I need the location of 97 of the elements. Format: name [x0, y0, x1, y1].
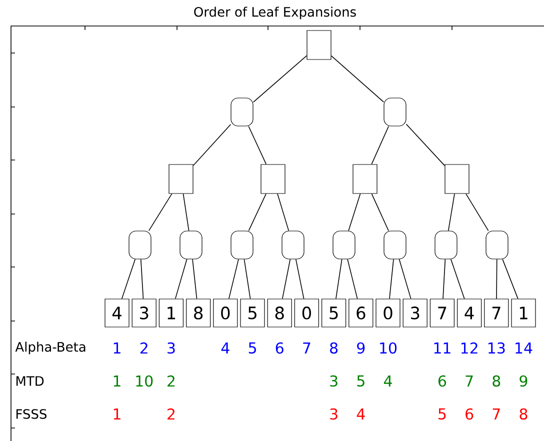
tree-edge — [450, 258, 465, 300]
expansion-order-number: 2 — [168, 375, 174, 387]
expansion-order-number: 8 — [520, 408, 528, 420]
tree-edge — [406, 124, 446, 166]
leaf-box: 0 — [294, 298, 319, 328]
tree-edge — [282, 258, 291, 300]
tree-edge — [121, 258, 136, 300]
tree-edge — [502, 258, 518, 300]
expansion-order-number: 6 — [438, 375, 446, 387]
tree-edge — [248, 193, 266, 232]
expansion-order-number: 5 — [357, 375, 364, 387]
tree-edge — [347, 258, 358, 300]
tree-edge — [277, 193, 290, 232]
rounded-node — [230, 230, 254, 260]
tree-edge — [252, 55, 308, 103]
rounded-node — [230, 98, 254, 126]
leaf-box: 8 — [267, 298, 292, 328]
expansion-order-number: 2 — [168, 408, 174, 420]
expansion-order-number: 9 — [357, 342, 365, 354]
leaf-box: 7 — [430, 298, 454, 328]
tree-edge — [248, 126, 267, 165]
tree-edge — [192, 258, 198, 300]
tree-edge — [148, 193, 172, 232]
expansion-order-number: 9 — [520, 375, 528, 387]
leaf-box: 6 — [348, 298, 374, 328]
tree-edge — [174, 258, 188, 300]
expansion-order-number: 4 — [356, 408, 365, 420]
tree-edge — [336, 258, 342, 300]
expansion-order-number: 5 — [248, 342, 256, 354]
rounded-node — [384, 230, 406, 260]
tree-edge — [330, 55, 384, 102]
expansion-order-number: 5 — [438, 408, 446, 420]
square-node — [444, 164, 470, 194]
rounded-node — [180, 230, 202, 260]
expansion-order-number: 8 — [492, 375, 500, 387]
expansion-order-number: 6 — [466, 408, 474, 420]
expansion-order-number: 12 — [461, 342, 478, 354]
expansion-order-number: 10 — [136, 375, 153, 387]
leaf-box: 0 — [213, 298, 238, 328]
expansion-order-number: 8 — [330, 342, 338, 354]
square-node — [352, 164, 378, 194]
rounded-node — [434, 230, 458, 260]
expansion-order-number: 7 — [303, 342, 310, 354]
leaf-box: 5 — [322, 298, 346, 328]
tree-edge — [140, 258, 144, 300]
row-label: MTD — [16, 376, 44, 386]
expansion-order-number: 2 — [140, 342, 148, 354]
expansion-order-number: 7 — [466, 376, 473, 386]
tree-edge — [448, 193, 455, 232]
leaf-box: 4 — [104, 298, 130, 328]
leaf-box: 8 — [186, 298, 211, 328]
leaf-box: 0 — [376, 298, 400, 328]
title: Order of Leaf Expansions — [194, 6, 356, 20]
rounded-node — [486, 230, 508, 260]
leaf-box: 4 — [457, 298, 482, 328]
tree-edge — [496, 258, 498, 300]
leaf-box: 3 — [132, 298, 156, 328]
expansion-order-number: 4 — [221, 342, 230, 354]
expansion-order-number: 4 — [384, 376, 392, 386]
tree-edge — [192, 124, 232, 166]
leaf-box: 1 — [158, 298, 184, 328]
leaf-box: 3 — [402, 298, 428, 328]
row-label: Alpha-Beta — [15, 342, 86, 354]
tree-edge — [295, 258, 304, 300]
expansion-order-number: 13 — [488, 342, 505, 354]
rounded-node — [282, 230, 304, 260]
expansion-order-number: 3 — [168, 342, 175, 354]
expansion-order-number: 1 — [114, 408, 120, 420]
expansion-order-number: 14 — [516, 342, 532, 354]
row-label: FSSS — [16, 409, 46, 419]
tree-edge — [466, 193, 489, 232]
expansion-order-number: 11 — [434, 342, 450, 354]
leaf-box: 1 — [511, 298, 536, 328]
expansion-order-number: 1 — [114, 342, 120, 354]
tree-edge — [389, 258, 394, 300]
leaf-box: 7 — [484, 298, 509, 328]
rounded-node — [384, 98, 406, 126]
tree-edge — [244, 258, 251, 300]
rounded-node — [128, 230, 152, 260]
tree-edge — [371, 193, 389, 232]
expansion-order-number: 6 — [276, 342, 284, 354]
leaf-box: 5 — [240, 298, 265, 328]
tree-edge — [442, 258, 446, 300]
expansion-order-number: 10 — [380, 342, 397, 354]
tree-edge — [371, 126, 389, 165]
expansion-order-number: 3 — [330, 375, 338, 387]
square-node — [260, 164, 286, 194]
tree-edge — [228, 258, 239, 300]
square-node — [306, 30, 332, 60]
square-node — [168, 164, 194, 194]
tree-edge — [348, 193, 361, 232]
rounded-node — [332, 230, 356, 260]
tree-edge — [398, 258, 412, 300]
expansion-order-number: 7 — [492, 408, 500, 420]
tree-edge — [182, 193, 190, 232]
expansion-order-number: 1 — [114, 376, 120, 386]
expansion-order-number: 3 — [330, 408, 338, 420]
